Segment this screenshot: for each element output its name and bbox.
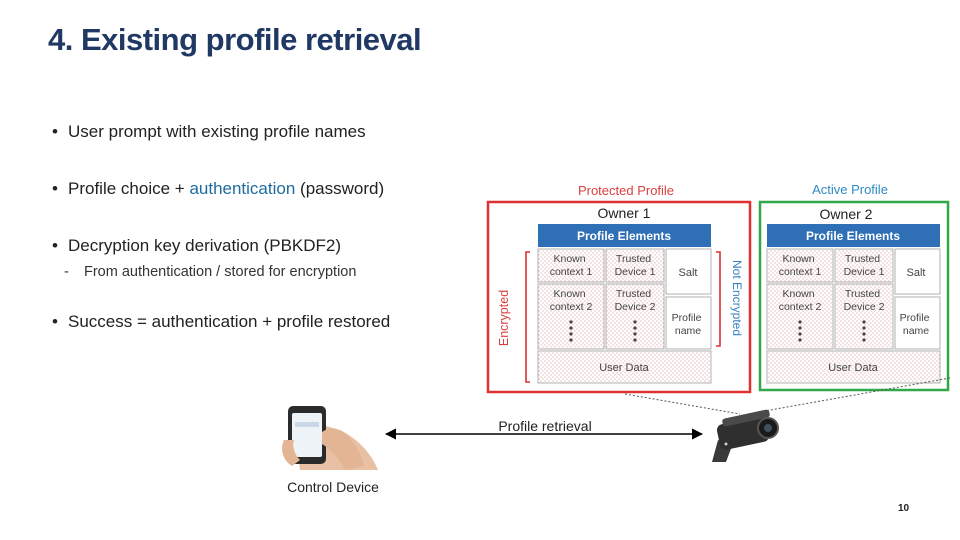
bullet-key-derivation: •Decryption key derivation (PBKDF2) xyxy=(52,236,342,255)
cell-text: name xyxy=(903,325,929,337)
cell-text: Device 2 xyxy=(844,301,885,313)
svg-text:Known context 1: Known context 1 xyxy=(550,253,593,278)
cell-text: Device 1 xyxy=(615,266,656,278)
bullet-text-after: (password) xyxy=(295,179,385,198)
cell-text: Trusted xyxy=(616,288,651,300)
cell-text: name xyxy=(675,325,701,337)
bullet-text: User prompt with existing profile names xyxy=(68,122,366,141)
owner-2-label: Owner 2 xyxy=(820,206,873,222)
svg-text:Known context 1: Known context 1 xyxy=(779,253,822,278)
thumb-shape xyxy=(282,440,300,466)
cell-text: Trusted xyxy=(845,288,880,300)
svg-text:Trusted Device 2: Trusted Device 2 xyxy=(844,288,885,313)
protected-profile-frame xyxy=(486,200,752,394)
page-number: 10 xyxy=(898,503,910,514)
active-profile-heading: Active Profile xyxy=(812,182,888,197)
active-elements-header-text: Profile Elements xyxy=(806,229,900,243)
cell-profile-name xyxy=(665,296,712,350)
bullet-text: Profile choice + xyxy=(68,179,190,198)
cell-known-context-2 xyxy=(537,283,605,350)
finger-shape xyxy=(322,428,364,470)
cell-trusted-device-1 xyxy=(834,248,894,283)
cell-text: Known xyxy=(782,253,814,265)
smartphone-icon xyxy=(282,406,378,470)
active-elements-header xyxy=(767,224,940,247)
phone-screen xyxy=(292,413,322,457)
cell-user-data xyxy=(537,350,712,384)
cell-text: context 1 xyxy=(550,266,593,278)
cell-text: Trusted xyxy=(616,253,651,265)
slide-title: 4. Existing profile retrieval xyxy=(48,22,422,57)
phone-search-bar xyxy=(295,422,319,427)
svg-text:Trusted Device 1: Trusted Device 1 xyxy=(615,253,656,278)
protected-elements-header xyxy=(538,224,711,247)
security-camera-icon xyxy=(712,409,779,462)
cell-text: context 1 xyxy=(779,266,822,278)
protected-elements-header-text: Profile Elements xyxy=(577,229,671,243)
cell-known-context-1 xyxy=(766,248,834,283)
ellipsis-marks xyxy=(569,320,637,342)
cell-text: Device 1 xyxy=(844,266,885,278)
not-encrypted-bracket xyxy=(716,251,721,347)
ellipsis-marks xyxy=(798,320,866,342)
cell-text: Trusted xyxy=(845,253,880,265)
cell-text: User Data xyxy=(599,362,649,374)
cell-profile-name xyxy=(894,296,941,350)
cell-text: Device 2 xyxy=(615,301,656,313)
svg-text:Known context 2: Known context 2 xyxy=(779,288,822,313)
cell-text: User Data xyxy=(828,362,878,374)
active-cells: Known context 1 Trusted Device 1 Salt Kn… xyxy=(766,248,941,384)
sub-bullet-text: From authentication / stored for encrypt… xyxy=(84,264,357,280)
camera-light xyxy=(724,442,728,446)
cell-text: Known xyxy=(782,288,814,300)
cell-text: Profile xyxy=(672,312,702,324)
bullet-success: •Success = authentication + profile rest… xyxy=(52,312,391,331)
encrypted-label: Encrypted xyxy=(497,290,511,346)
bullet-accent-text: authentication xyxy=(189,179,296,198)
encrypted-bracket xyxy=(525,251,530,383)
cell-text: Known xyxy=(553,253,585,265)
camera-lens-glass xyxy=(764,424,772,432)
cell-text: Profile xyxy=(900,312,930,324)
svg-text:Profile name: Profile name xyxy=(672,312,705,337)
cell-trusted-device-1 xyxy=(605,248,665,283)
cell-known-context-2 xyxy=(766,283,834,350)
svg-text:Profile name: Profile name xyxy=(900,312,933,337)
svg-text:Trusted Device 2: Trusted Device 2 xyxy=(615,288,656,313)
camera-hood xyxy=(722,409,770,427)
cell-text: Salt xyxy=(679,267,698,279)
profile-retrieval-label: Profile retrieval xyxy=(498,418,591,434)
not-encrypted-label: Not Encrypted xyxy=(730,260,744,336)
cell-text: context 2 xyxy=(779,301,822,313)
svg-text:Trusted Device 1: Trusted Device 1 xyxy=(844,253,885,278)
bullet-text: Success = authentication + profile resto… xyxy=(68,312,391,331)
svg-text:Known context 2: Known context 2 xyxy=(550,288,593,313)
cell-salt xyxy=(894,248,941,295)
sub-bullet: -From authentication / stored for encryp… xyxy=(64,264,357,280)
bullet-user-prompt: •User prompt with existing profile names xyxy=(52,122,366,141)
bullet-profile-choice: •Profile choice + authentication (passwo… xyxy=(52,179,385,198)
cell-salt xyxy=(665,248,712,295)
cell-text: context 2 xyxy=(550,301,593,313)
active-profile-frame xyxy=(758,200,950,392)
control-device-label: Control Device xyxy=(287,479,379,495)
owner-1-label: Owner 1 xyxy=(598,205,651,221)
cell-known-context-1 xyxy=(537,248,605,283)
bullet-text: Decryption key derivation (PBKDF2) xyxy=(68,236,342,255)
protected-profile-heading: Protected Profile xyxy=(578,183,674,198)
cell-text: Salt xyxy=(907,267,926,279)
cell-trusted-device-2 xyxy=(834,283,894,350)
protected-cells: Known context 1 Trusted Device 1 Salt Kn… xyxy=(537,248,712,384)
cell-trusted-device-2 xyxy=(605,283,665,350)
cell-user-data xyxy=(766,350,941,384)
dashed-connector-left xyxy=(624,393,741,415)
cell-text: Known xyxy=(553,288,585,300)
